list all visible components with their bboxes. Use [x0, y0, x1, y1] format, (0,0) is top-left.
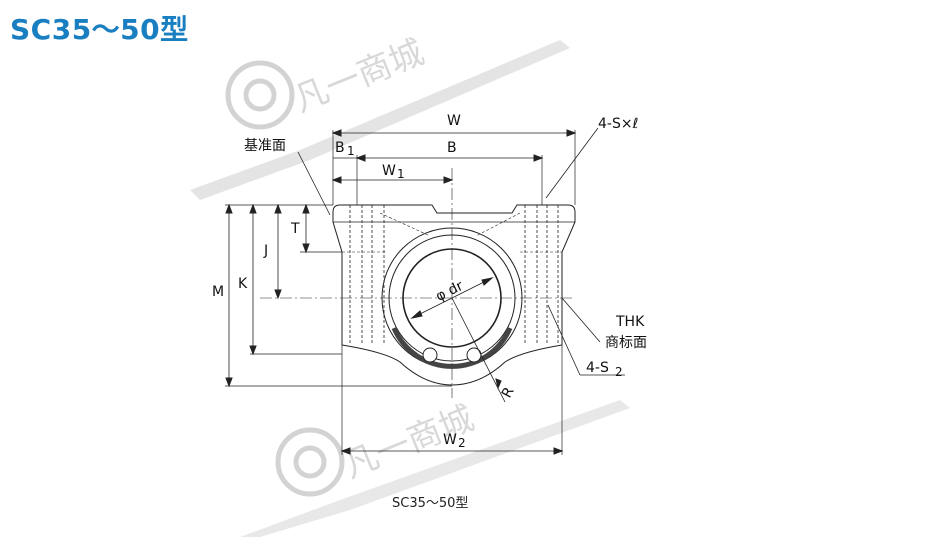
label-K: K	[238, 276, 248, 292]
label-THK: THK	[615, 314, 645, 330]
label-W: W	[447, 113, 461, 129]
watermark-bottom: 凡一商城	[240, 398, 630, 537]
label-brand-face: 商标面	[605, 335, 647, 351]
left-bolt-hole	[349, 205, 385, 345]
label-B1: B	[335, 140, 345, 156]
label-R: R	[499, 384, 518, 400]
label-W2: W	[443, 432, 457, 448]
right-bolt-hole	[524, 205, 559, 345]
seal-hole-left	[422, 347, 438, 363]
label-J: J	[263, 243, 268, 259]
label-B: B	[447, 140, 457, 156]
caption: SC35～50型	[392, 496, 468, 511]
label-S2-sub: 2	[615, 365, 623, 379]
label-M: M	[212, 284, 224, 300]
label-S2: 4-S	[586, 360, 609, 376]
label-W2-sub: 2	[458, 436, 466, 450]
label-W1: W	[382, 163, 396, 179]
housing-outline	[332, 204, 576, 386]
label-S-l: 4-S×ℓ	[598, 116, 638, 132]
label-dr: φ dr	[433, 278, 466, 305]
label-ref-face: 基准面	[244, 137, 286, 154]
label-W1-sub: 1	[397, 167, 405, 181]
page-title: SC35～50型	[10, 13, 189, 46]
watermark-top: 凡一商城	[190, 32, 570, 200]
label-B1-sub: 1	[347, 144, 355, 158]
label-T: T	[290, 221, 300, 237]
